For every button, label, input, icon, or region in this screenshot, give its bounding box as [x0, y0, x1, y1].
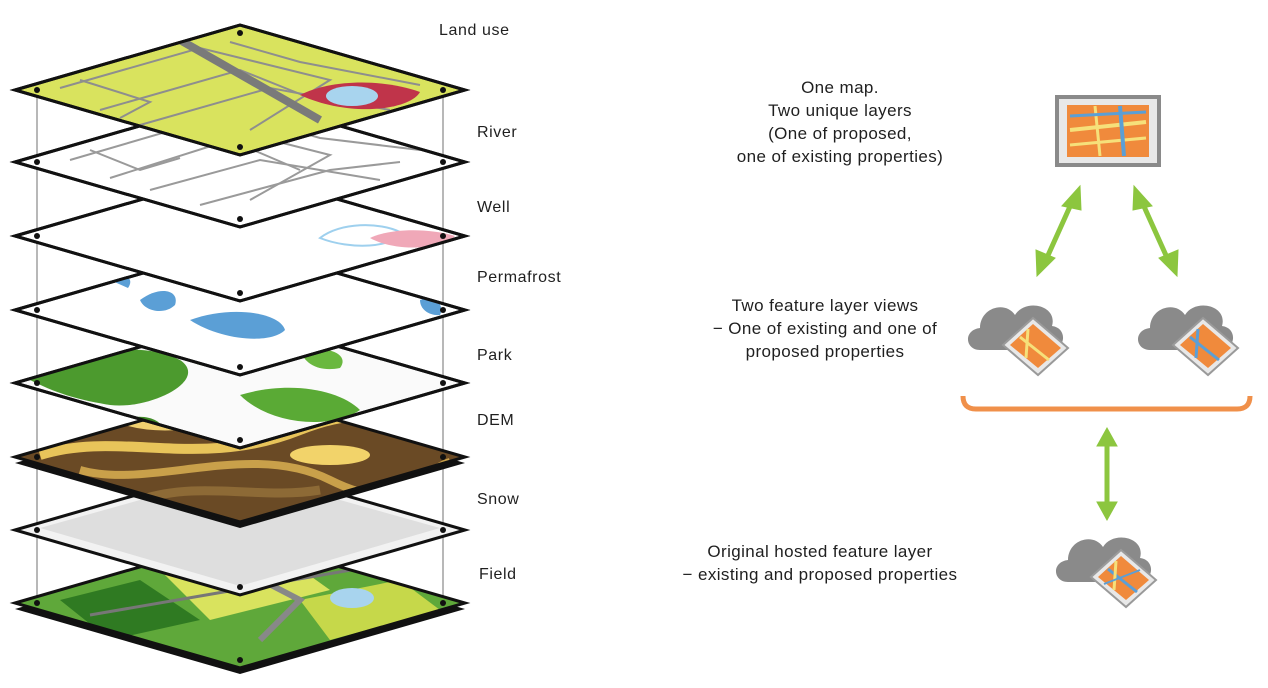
layer-label-dem: DEM — [477, 412, 515, 429]
cloud-layer-icon — [967, 305, 1070, 377]
layer-label-field: Field — [479, 566, 517, 583]
layer-permafrost — [9, 243, 471, 377]
layer-label-land-use: Land use — [439, 22, 510, 39]
double-arrow-icon — [1035, 184, 1179, 522]
map-description-line: Two unique layers — [768, 101, 912, 120]
views-description-line: Two feature layer views — [731, 296, 919, 315]
views-description-line: − One of existing and one of — [712, 319, 938, 338]
layer-label-river: River — [477, 124, 518, 141]
views-description-line: proposed properties — [745, 342, 905, 361]
layer-stack-diagram — [9, 23, 471, 674]
map-description-line: one of existing properties) — [736, 147, 944, 166]
layer-label-permafrost: Permafrost — [477, 269, 562, 286]
layer-label-park: Park — [477, 347, 513, 364]
views-description: Two feature layer views − One of existin… — [675, 294, 975, 363]
layer-label-snow: Snow — [477, 491, 520, 508]
bracket — [960, 395, 1253, 412]
map-description-line: One map. — [801, 78, 879, 97]
layer-dem — [9, 390, 471, 528]
map-description: One map. Two unique layers (One of propo… — [700, 76, 980, 168]
layer-field — [9, 536, 471, 674]
layer-label-well: Well — [477, 199, 511, 216]
cloud-layer-icon — [1137, 305, 1240, 377]
layer-land-use — [9, 23, 471, 157]
original-description: Original hosted feature layer − existing… — [640, 540, 1000, 586]
original-description-line: Original hosted feature layer — [707, 542, 933, 561]
original-description-line: − existing and proposed properties — [682, 565, 958, 584]
layer-corner-dots — [34, 30, 446, 663]
cloud-layer-icon — [1055, 537, 1158, 609]
map-description-line: (One of proposed, — [768, 124, 912, 143]
map-icon — [1055, 95, 1161, 167]
